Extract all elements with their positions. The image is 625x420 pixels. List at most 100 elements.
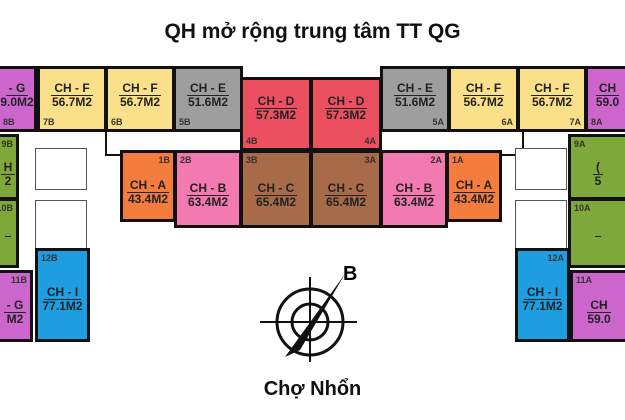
elevator-core-right: [515, 200, 567, 250]
unit-area: 56.7M2: [463, 95, 504, 110]
unit-area: 65.4M2: [255, 194, 297, 209]
unit-area: 51.6M2: [394, 95, 436, 110]
unit-area: 77.1M2: [522, 299, 563, 314]
unit-code: 6A: [501, 117, 513, 127]
unit-type: CH: [595, 82, 620, 97]
unit-code: 10B: [0, 203, 13, 213]
unit-type: [5, 235, 11, 237]
unit-type: - G: [3, 299, 27, 314]
unit-type: CH - I: [523, 286, 562, 301]
unit-code: 5B: [179, 117, 191, 127]
unit-type: CH - E: [187, 82, 229, 97]
unit-code: 6B: [111, 117, 123, 127]
apartment-unit-10A[interactable]: 10A: [568, 198, 625, 268]
unit-area: 56.7M2: [51, 95, 93, 110]
unit-code: 12B: [41, 253, 58, 263]
unit-label: [571, 227, 625, 240]
unit-code: 3A: [364, 155, 376, 165]
unit-type: CH - D: [254, 94, 298, 109]
compass-icon: B: [260, 263, 357, 362]
unit-area: 43.4M2: [127, 192, 169, 207]
unit-type: CH - D: [324, 94, 368, 109]
elevator-core-left: [35, 200, 87, 250]
unit-code: 2A: [430, 155, 442, 165]
unit-area: 56.7M2: [531, 95, 573, 110]
unit-type: CH - F: [119, 82, 161, 97]
unit-type: CH - F: [51, 82, 93, 97]
compass-north-label: B: [343, 263, 357, 285]
stair-core-right: [515, 148, 567, 190]
plan-title: QH mở rộng trung tâm TT QG: [164, 20, 461, 43]
location-label: Chợ Nhổn: [263, 378, 362, 400]
unit-code: 11B: [10, 275, 27, 285]
unit-code: 2B: [180, 155, 192, 165]
unit-code: 12A: [547, 253, 564, 263]
unit-label: (5: [571, 161, 625, 188]
unit-type: CH - B: [186, 181, 230, 196]
unit-type: CH - A: [452, 179, 496, 194]
unit-code: 9A: [574, 139, 586, 149]
unit-code: 4A: [364, 136, 376, 146]
unit-code: 1B: [158, 155, 170, 165]
unit-code: 9B: [1, 139, 13, 149]
unit-type: CH - F: [531, 82, 573, 97]
unit-area: 2: [4, 174, 12, 188]
unit-type: CH - C: [324, 181, 368, 196]
unit-area: 63.4M2: [187, 194, 229, 209]
unit-type: CH - E: [394, 82, 436, 97]
unit-area: 43.4M2: [453, 192, 495, 207]
unit-code: 5A: [432, 117, 444, 127]
stair-core-left: [35, 148, 87, 190]
apartment-unit-10B[interactable]: 10B: [0, 198, 19, 268]
unit-code: 7B: [43, 117, 55, 127]
unit-area: 9.0M2: [0, 95, 34, 110]
unit-area: 59.0: [595, 95, 620, 110]
apartment-unit-9A[interactable]: (5 9A: [568, 134, 625, 200]
unit-type: CH - F: [462, 82, 505, 97]
unit-type: [595, 235, 601, 237]
unit-code: 8A: [591, 117, 603, 127]
unit-area: 65.4M2: [325, 194, 367, 209]
unit-code: 7A: [569, 117, 581, 127]
unit-code: 8B: [3, 117, 15, 127]
